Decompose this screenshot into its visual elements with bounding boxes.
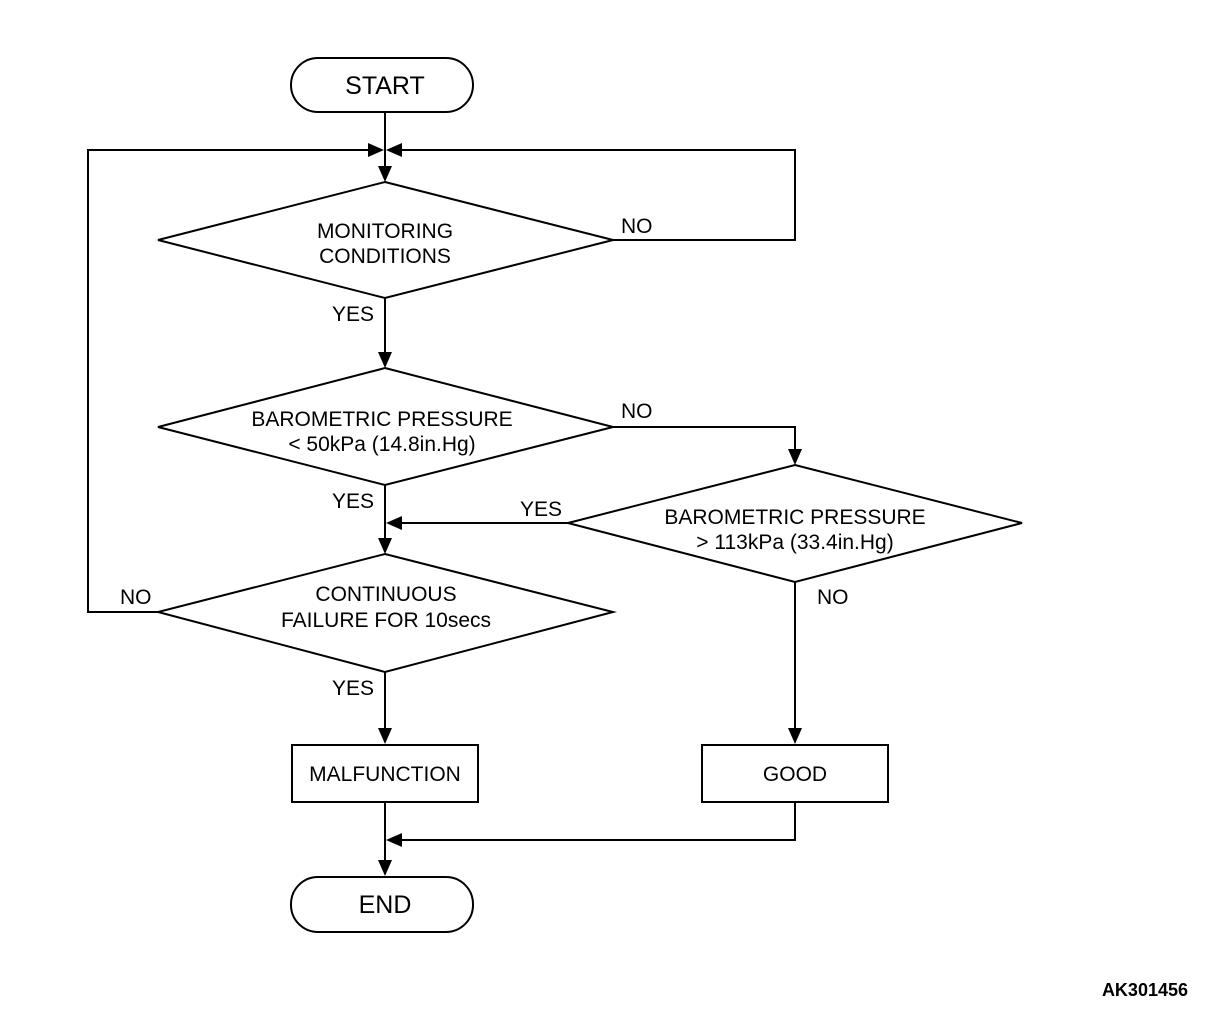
node-baro-high: BAROMETRIC PRESSURE > 113kPa (33.4in.Hg) — [567, 463, 1023, 584]
node-start: START — [290, 57, 474, 113]
terminator-shape — [290, 876, 474, 933]
edge-baro-low-no — [613, 426, 796, 462]
arrowhead-right-top-merge — [368, 143, 384, 157]
baro-low-yes-label: YES — [332, 490, 374, 513]
arrowhead-down-monitoring — [378, 166, 392, 182]
edge-good-to-end — [398, 803, 796, 841]
baro-high-label-line2: > 113kPa (33.4in.Hg) — [696, 531, 893, 554]
figure-id: AK301456 — [1102, 980, 1188, 1000]
connectors — [87, 112, 796, 874]
process-shape — [701, 744, 889, 803]
baro-low-label-line1: BAROMETRIC PRESSURE — [251, 408, 512, 431]
decision-shape — [157, 366, 614, 487]
baro-high-yes-label: YES — [520, 498, 562, 521]
edge-labels: NO YES NO YES YES NO NO YES — [120, 215, 849, 700]
arrowhead-down-baro-high — [788, 449, 802, 465]
arrowhead-left-yes-merge — [386, 516, 402, 530]
process-shape — [291, 744, 479, 803]
node-continuous-failure: CONTINUOUS FAILURE FOR 10secs — [154, 552, 617, 674]
arrowhead-down-baro-low — [378, 352, 392, 368]
continuous-yes-label: YES — [332, 677, 374, 700]
baro-low-label-line2: < 50kPa (14.8in.Hg) — [288, 433, 475, 456]
malfunction-label: MALFUNCTION — [309, 763, 461, 786]
continuous-no-label: NO — [120, 586, 152, 609]
baro-high-label-line1: BAROMETRIC PRESSURE — [664, 506, 925, 529]
good-label: GOOD — [763, 763, 827, 786]
node-malfunction: MALFUNCTION — [291, 744, 479, 803]
arrowhead-down-end — [378, 860, 392, 876]
arrowhead-left-end-merge — [386, 833, 402, 847]
edge-monitoring-no-loop — [398, 149, 796, 241]
continuous-label-line1: CONTINUOUS — [315, 583, 456, 606]
monitoring-label-line1: MONITORING — [317, 220, 453, 243]
start-label: START — [345, 72, 425, 100]
arrowheads — [368, 143, 802, 876]
monitoring-no-label: NO — [621, 215, 653, 238]
decision-shape — [154, 552, 617, 674]
arrowhead-down-continuous — [378, 538, 392, 554]
node-baro-low: BAROMETRIC PRESSURE < 50kPa (14.8in.Hg) — [157, 366, 614, 487]
arrowhead-left-top-merge — [386, 143, 402, 157]
monitoring-yes-label: YES — [332, 303, 374, 326]
node-monitoring-conditions: MONITORING CONDITIONS — [157, 180, 614, 300]
decision-shape — [157, 180, 614, 300]
edge-continuous-no-loop — [87, 149, 372, 613]
continuous-label-line2: FAILURE FOR 10secs — [281, 609, 491, 632]
node-end: END — [290, 876, 474, 933]
arrowhead-down-good — [788, 728, 802, 744]
node-good: GOOD — [701, 744, 889, 803]
baro-high-no-label: NO — [817, 586, 849, 609]
arrowhead-down-malfunction — [378, 728, 392, 744]
baro-low-no-label: NO — [621, 400, 653, 423]
end-label: END — [359, 891, 412, 919]
decision-shape — [567, 463, 1023, 584]
monitoring-label-line2: CONDITIONS — [319, 245, 451, 268]
terminator-shape — [290, 57, 474, 113]
